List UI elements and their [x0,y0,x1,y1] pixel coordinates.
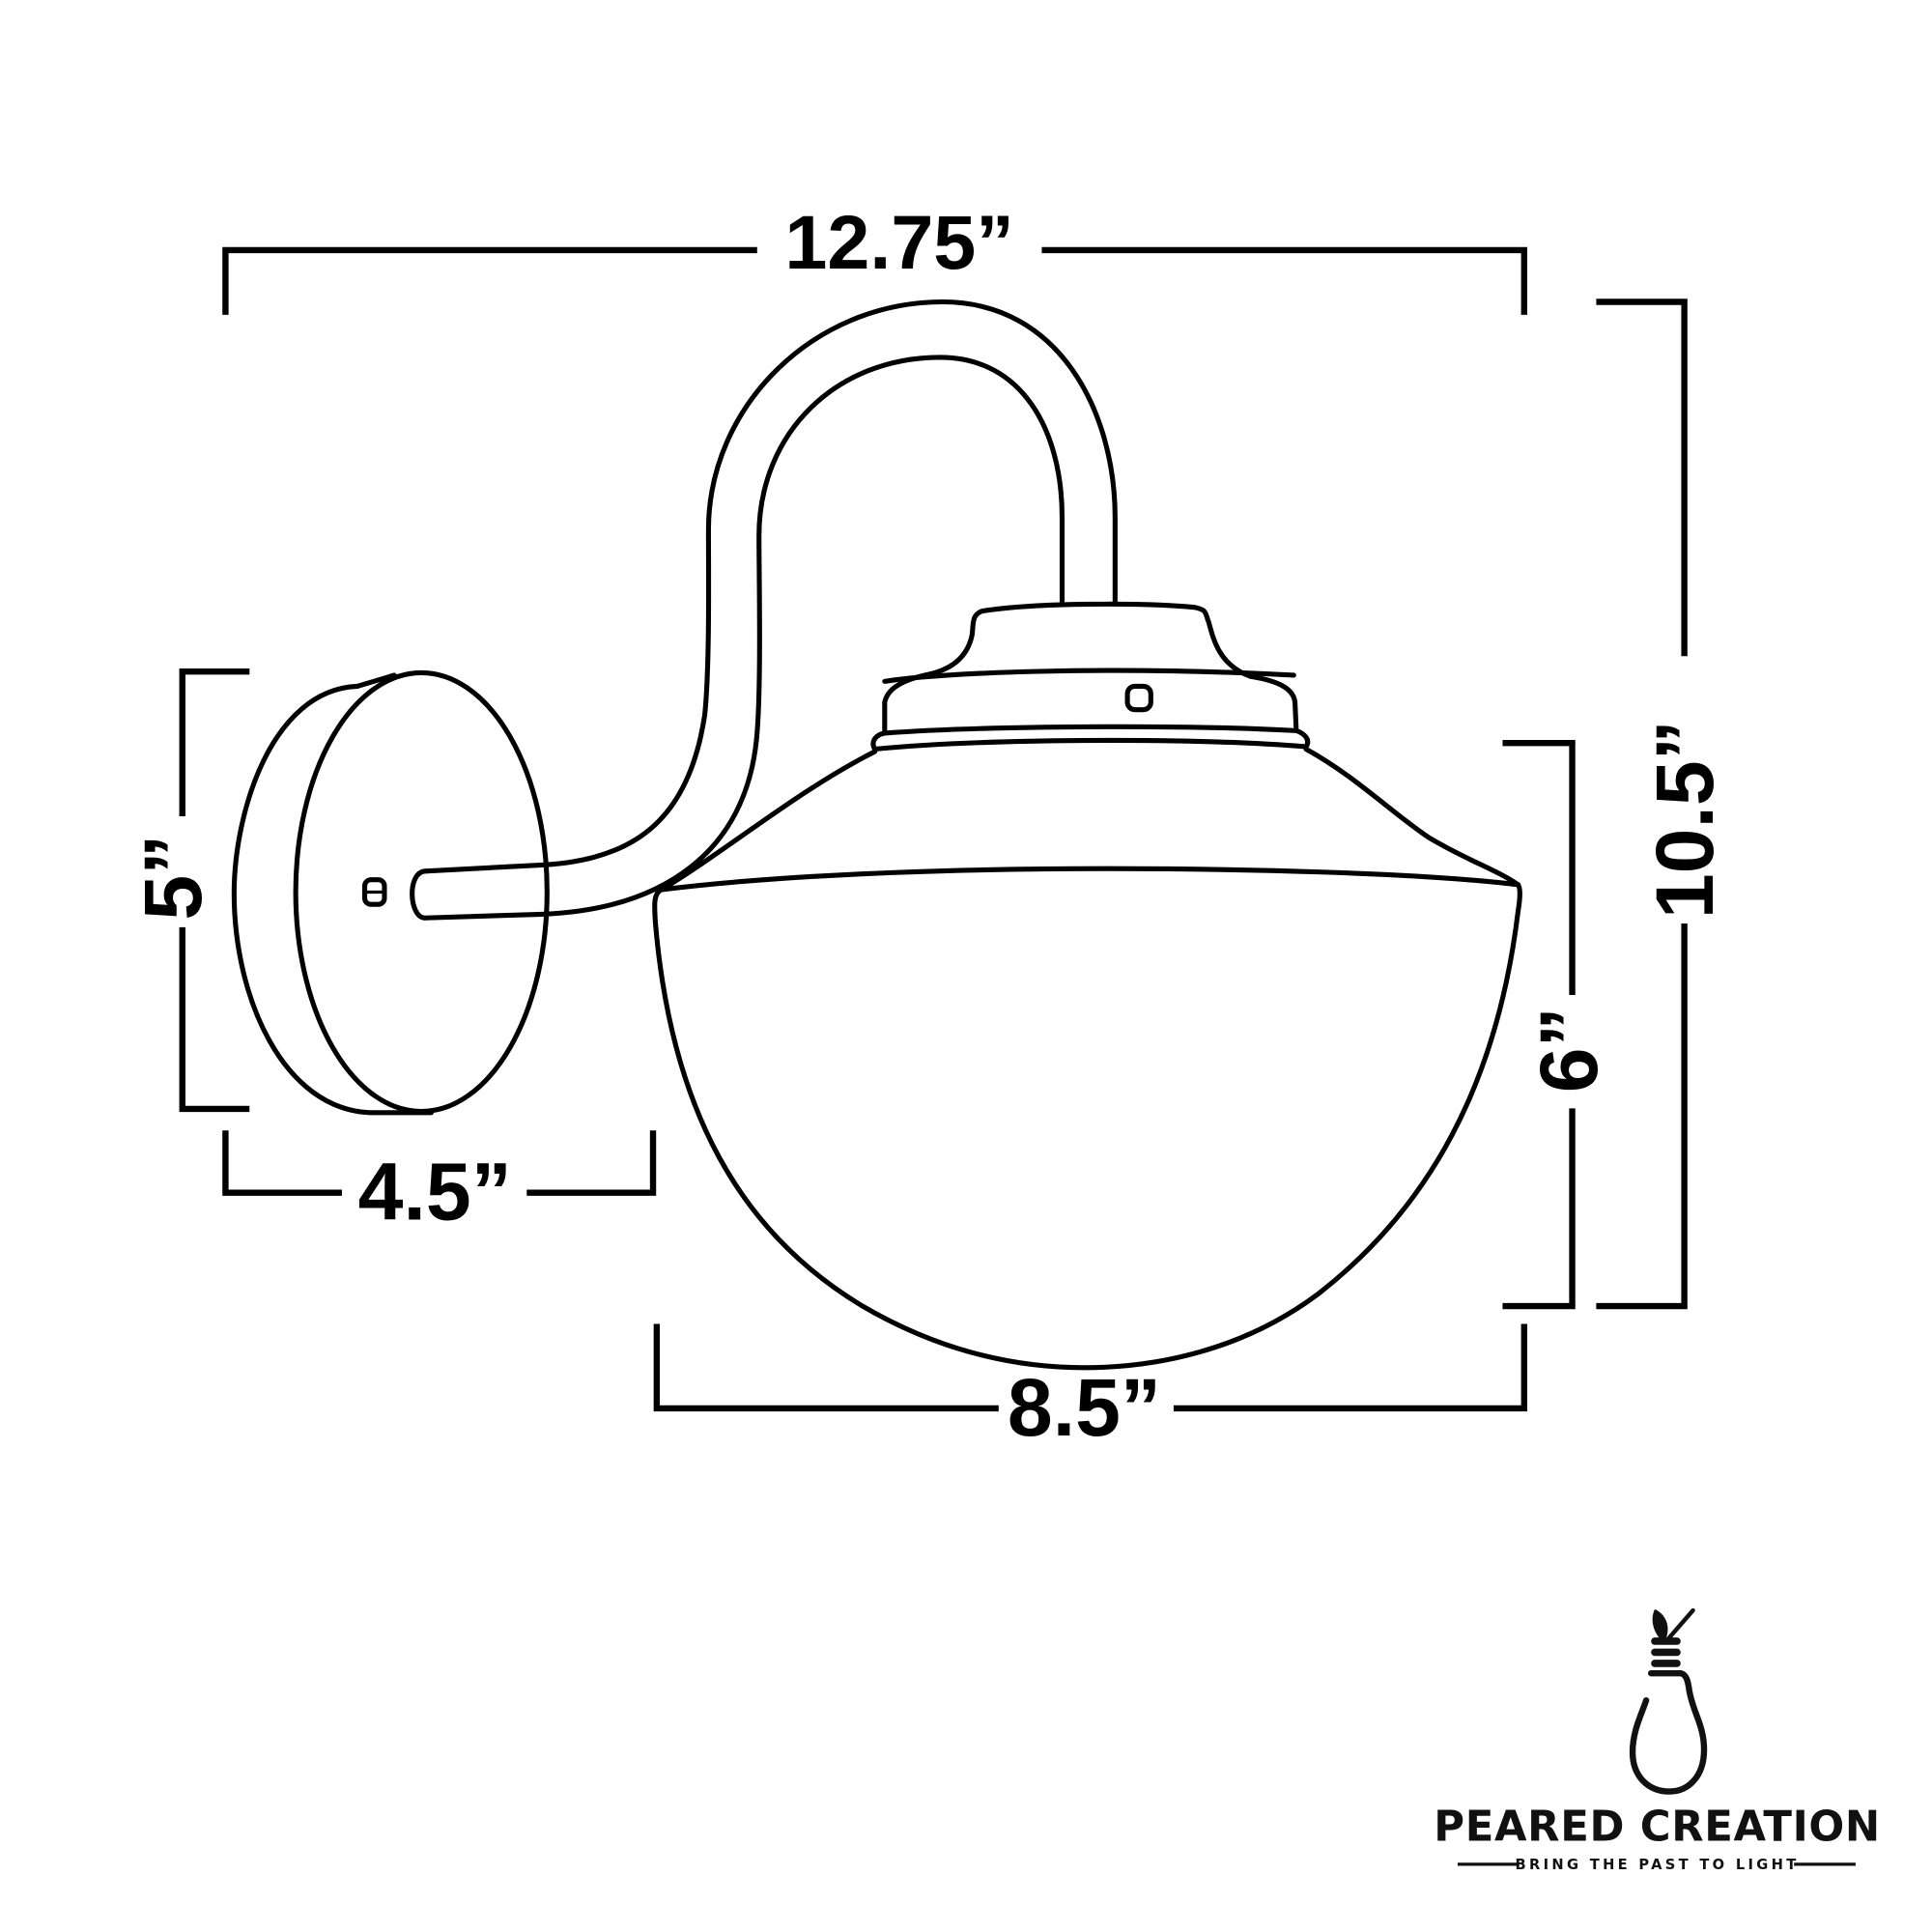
label-shade-height: 6” [1523,1007,1614,1093]
gooseneck-arm [410,298,1118,921]
brand-tagline: BRING THE PAST TO LIGHT [1516,1857,1800,1873]
label-backplate-height: 5” [128,835,218,921]
label-backplate-extension: 4.5” [358,1147,512,1237]
dimension-overall-height: 10.5” [1596,298,1730,1310]
mounting-screw-icon [362,877,387,907]
sconce-illustration [231,298,1522,1371]
fitter-ring [870,671,1311,753]
dimension-shade-height: 6” [1502,739,1614,1310]
brand-logo: PEARED CREATION BRING THE PAST TO LIGHT [1434,1607,1881,1873]
globe-shade [652,866,1522,1371]
shade-shoulder [659,746,1520,893]
dimension-overall-width: 12.75” [222,199,1527,315]
dimension-backplate-extension: 4.5” [222,1130,657,1237]
label-shade-width: 8.5” [1008,1362,1161,1453]
socket-cap [882,601,1296,684]
label-overall-width: 12.75” [784,199,1013,285]
label-overall-height: 10.5” [1639,720,1730,919]
dimension-shade-width: 8.5” [653,1323,1527,1453]
set-screw-icon [1124,683,1153,713]
dimension-backplate-height: 5” [128,668,250,1113]
pear-lightbulb-icon [1629,1607,1708,1795]
brand-name: PEARED CREATION [1434,1804,1881,1852]
backplate [231,669,550,1116]
